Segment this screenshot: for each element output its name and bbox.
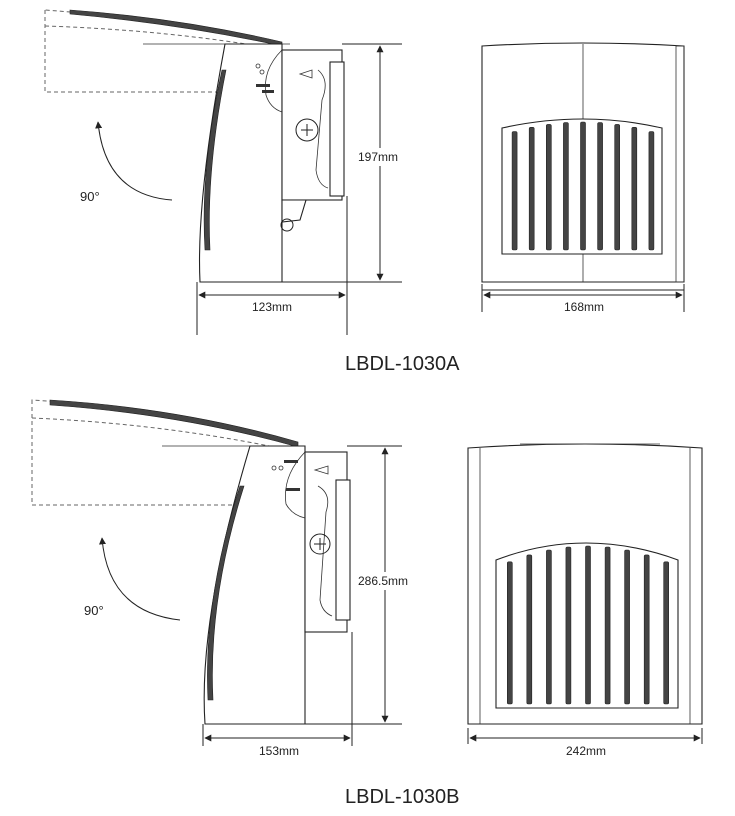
model-b-depth-label: 153mm — [259, 744, 299, 758]
model-a-front-view: 168mm — [481, 42, 685, 314]
grille-fin — [506, 561, 513, 705]
model-b-height-label: 286.5mm — [358, 574, 408, 588]
model-a-width-label: 168mm — [564, 300, 604, 314]
grille-fin — [604, 546, 611, 705]
model-a-title: LBDL-1030A — [345, 353, 460, 375]
grille-fin — [580, 121, 586, 251]
grille-fin — [565, 546, 572, 705]
model-a-side-view: 90° — [44, 9, 345, 283]
grille-fin — [614, 124, 621, 251]
grille-fin — [511, 131, 518, 251]
grille-fin — [663, 561, 670, 705]
grille-fin — [546, 549, 552, 705]
model-a-dimensions: 197mm 123mm — [196, 43, 408, 335]
model-a-angle-label: 90° — [80, 189, 100, 204]
model-a-height-label: 197mm — [358, 150, 398, 164]
grille-fin — [648, 131, 655, 251]
model-a-depth-label: 123mm — [252, 300, 292, 314]
grille-fin — [624, 549, 630, 705]
grille-fin — [597, 122, 603, 251]
model-b-front-view: 242mm — [467, 443, 703, 758]
grille-fin — [526, 554, 533, 705]
model-b-dimensions: 286.5mm 153mm — [202, 445, 420, 758]
model-b-width-label: 242mm — [566, 744, 606, 758]
model-b-angle-label: 90° — [84, 603, 104, 618]
grille-fin — [563, 122, 569, 251]
model-b-side-view: 90° — [31, 399, 351, 725]
model-b-title: LBDL-1030B — [345, 786, 460, 808]
grille-fin — [585, 545, 591, 705]
grille-fin — [528, 127, 535, 251]
grille-fin — [545, 124, 552, 251]
grille-fin — [631, 127, 638, 251]
grille-fin — [643, 554, 650, 705]
